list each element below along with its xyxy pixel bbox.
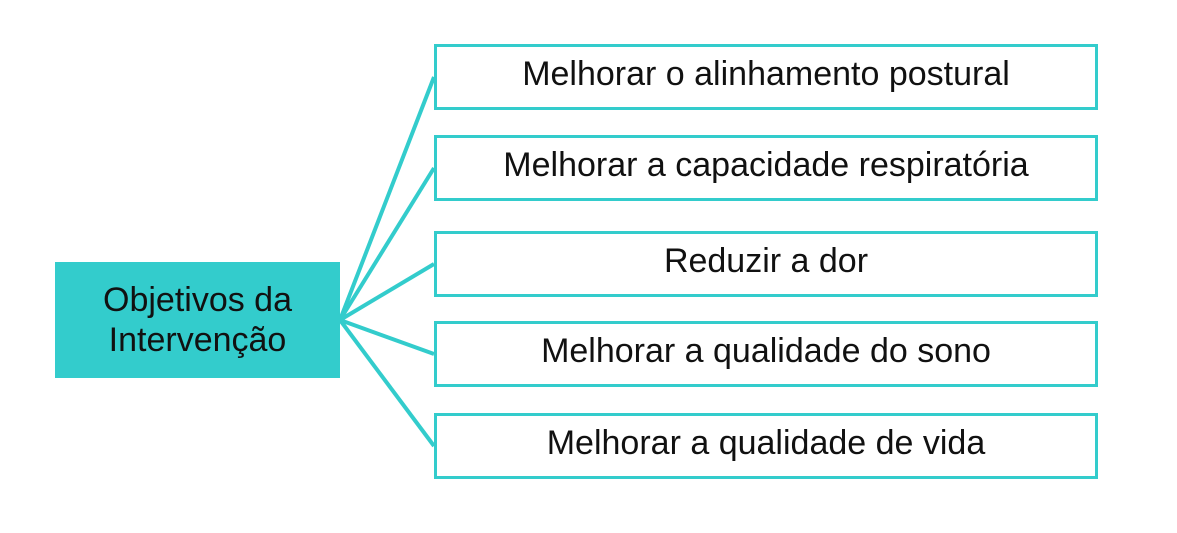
connector-line-2 [338,166,436,322]
objective-label: Melhorar a capacidade respiratória [503,145,1029,184]
connector-line-5 [338,318,436,448]
connector-line-1 [338,76,436,321]
objective-box-2: Melhorar a capacidade respiratória [434,135,1098,201]
objective-box-4: Melhorar a qualidade do sono [434,321,1098,387]
root-node-label: Objetivos da Intervenção [103,281,292,359]
root-node: Objetivos da Intervenção [55,262,340,378]
objective-label: Melhorar o alinhamento postural [522,54,1010,93]
objective-box-1: Melhorar o alinhamento postural [434,44,1098,110]
connector-line-4 [339,318,435,356]
objective-box-5: Melhorar a qualidade de vida [434,413,1098,479]
objective-label: Melhorar a qualidade de vida [546,423,986,462]
objective-label: Melhorar a qualidade do sono [541,331,991,370]
connector-line-3 [338,262,436,322]
objective-box-3: Reduzir a dor [434,231,1098,297]
objective-label: Reduzir a dor [663,241,869,280]
